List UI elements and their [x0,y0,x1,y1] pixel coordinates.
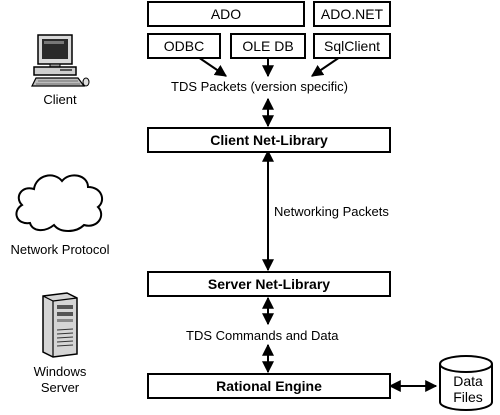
arrow-odbc [197,56,227,77]
windows-server-line2: Server [40,380,80,395]
ado-box: ADO [147,1,305,27]
server-tower-icon [42,292,78,358]
data-files-line2: Files [453,389,483,405]
networking-packets-label: Networking Packets [274,204,389,219]
client-label: Client [43,92,77,107]
server-net-library-box: Server Net-Library [147,271,391,297]
windows-server-label: Windows Server [20,364,100,396]
ole-db-box: OLE DB [230,33,306,59]
arrow-sqlclient [311,56,341,77]
network-protocol-label: Network Protocol [10,242,110,257]
tds-commands-label: TDS Commands and Data [186,328,339,343]
windows-server-line1: Windows [33,364,87,379]
cloud-icon [15,174,104,232]
ado-net-box: ADO.NET [313,1,391,27]
rational-engine-box: Rational Engine [147,373,391,399]
data-files-label: Data Files [442,373,494,405]
client-net-library-box: Client Net-Library [147,127,391,153]
sqlclient-box: SqlClient [313,33,391,59]
data-files-line1: Data [453,373,483,389]
odbc-box: ODBC [147,33,221,59]
tds-packets-label: TDS Packets (version specific) [171,79,348,94]
computer-icon [31,34,90,87]
database-cylinder-icon [439,355,493,411]
